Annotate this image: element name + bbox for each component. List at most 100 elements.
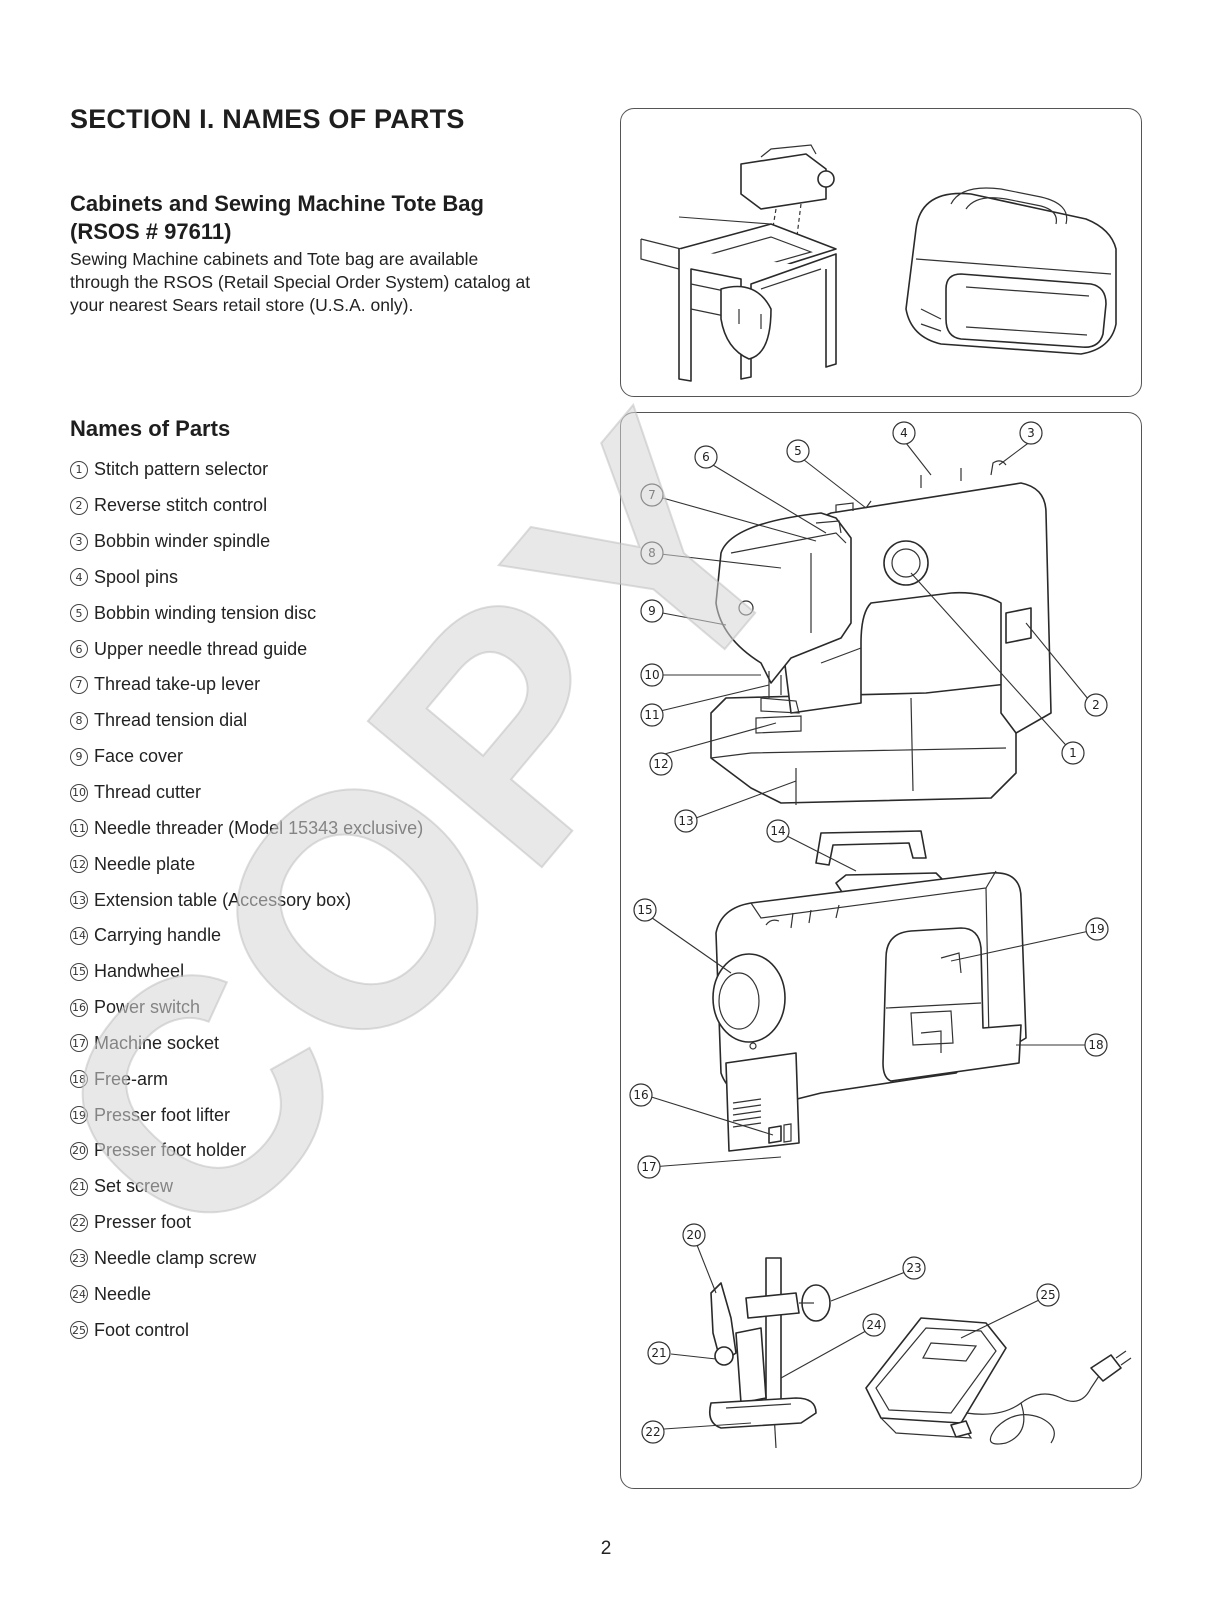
parts-list-item: 1 Stitch pattern selector [70,452,423,488]
callout-13: 13 [674,809,698,833]
machine-parts-illustration: 3 4 5 6 7 8 9 10 11 12 13 1 2 14 15 19 1… [629,421,1132,1449]
part-label: Free-arm [94,1068,169,1089]
callout-17: 17 [637,1155,661,1179]
part-label: Reverse stitch control [94,495,268,516]
callout-6: 6 [694,445,718,469]
cabinets-heading-line2: (RSOS # 97611) [70,219,232,244]
part-label: Set screw [94,1176,174,1197]
front-view-leader-lines [651,440,1094,819]
cabinet-tote-illustration [640,144,1117,382]
part-number-badge: 1 [70,460,88,479]
part-number-badge: 21 [70,1177,88,1196]
part-label: Stitch pattern selector [94,459,269,480]
rear-view-machine-illustration [712,830,1027,1152]
foot-control-leader-lines [960,1299,1040,1339]
part-number-badge: 13 [70,891,88,910]
part-label: Foot control [94,1319,190,1340]
part-number-badge: 25 [70,1321,88,1340]
callout-numbers: 3 4 5 6 7 8 9 10 11 12 13 1 2 14 15 19 1… [629,421,1109,1444]
parts-list-item: 16 Power switch [70,990,423,1026]
front-view-machine-illustration [710,460,1052,805]
presser-foot-leader-lines [663,1244,914,1430]
foot-control-illustration [865,1317,1132,1445]
part-label: Bobbin winding tension disc [94,602,317,623]
cabinets-body-line2: through the RSOS (Retail Special Order S… [70,272,531,292]
callout-24: 24 [862,1313,886,1337]
part-number-badge: 16 [70,998,88,1017]
callout-9: 9 [640,599,664,623]
callout-7: 7 [640,483,664,507]
callout-2: 2 [1084,693,1108,717]
svg-text:25: 25 [1040,1288,1055,1302]
part-label: Needle plate [94,853,196,874]
callout-19: 19 [1085,917,1109,941]
part-number-badge: 12 [70,855,88,874]
page-title: SECTION I. NAMES OF PARTS [70,104,465,134]
callout-23: 23 [902,1256,926,1280]
part-label: Needle [94,1283,152,1304]
part-number-badge: 18 [70,1070,88,1089]
cabinets-heading-line1: Cabinets and Sewing Machine Tote Bag [70,191,484,216]
cabinet-tote-illustration-panel [620,108,1142,397]
svg-text:24: 24 [866,1318,881,1332]
cabinet-illustration [640,144,837,382]
callout-1: 1 [1061,741,1085,765]
svg-text:12: 12 [653,757,668,771]
part-label: Thread tension dial [94,710,248,731]
cabinets-body-line1: Sewing Machine cabinets and Tote bag are… [70,249,479,269]
page-number: 2 [600,1538,612,1559]
part-number-badge: 22 [70,1213,88,1232]
part-number-badge: 3 [70,532,88,551]
svg-text:13: 13 [678,814,693,828]
parts-list-item: 5 Bobbin winding tension disc [70,595,423,631]
callout-10: 10 [640,663,664,687]
callout-14: 14 [766,819,790,843]
svg-text:5: 5 [794,444,802,458]
part-label: Presser foot lifter [94,1104,231,1125]
part-number-badge: 10 [70,783,88,802]
svg-text:19: 19 [1089,922,1104,936]
parts-list-item: 21 Set screw [70,1169,423,1205]
presser-foot-detail-illustration [708,1257,831,1449]
parts-list-item: 19 Presser foot lifter [70,1097,423,1133]
part-number-badge: 7 [70,675,88,694]
names-of-parts-heading: Names of Parts [70,416,231,441]
callout-12: 12 [649,752,673,776]
parts-list-item: 10 Thread cutter [70,775,423,811]
callout-4: 4 [892,421,916,445]
part-number-badge: 19 [70,1106,88,1125]
callout-21: 21 [647,1341,671,1365]
svg-text:4: 4 [900,426,908,440]
callout-8: 8 [640,541,664,565]
svg-text:6: 6 [702,450,710,464]
part-label: Needle clamp screw [94,1247,257,1268]
part-label: Power switch [94,997,201,1018]
svg-text:7: 7 [648,488,656,502]
callout-18: 18 [1084,1033,1108,1057]
callout-5: 5 [786,439,810,463]
part-number-badge: 24 [70,1285,88,1304]
part-number-badge: 5 [70,604,88,623]
part-label: Needle threader (Model 15343 exclusive) [94,817,424,838]
cabinets-body-line3: your nearest Sears retail store (U.S.A. … [70,295,414,315]
parts-list-item: 18 Free-arm [70,1061,423,1097]
parts-list-item: 12 Needle plate [70,846,423,882]
svg-text:14: 14 [770,824,785,838]
part-number-badge: 2 [70,496,88,515]
parts-list-item: 2 Reverse stitch control [70,488,423,524]
callout-22: 22 [641,1420,665,1444]
part-number-badge: 17 [70,1034,88,1053]
svg-text:1: 1 [1069,746,1077,760]
part-label: Thread cutter [94,782,202,803]
part-label: Machine socket [94,1032,220,1053]
